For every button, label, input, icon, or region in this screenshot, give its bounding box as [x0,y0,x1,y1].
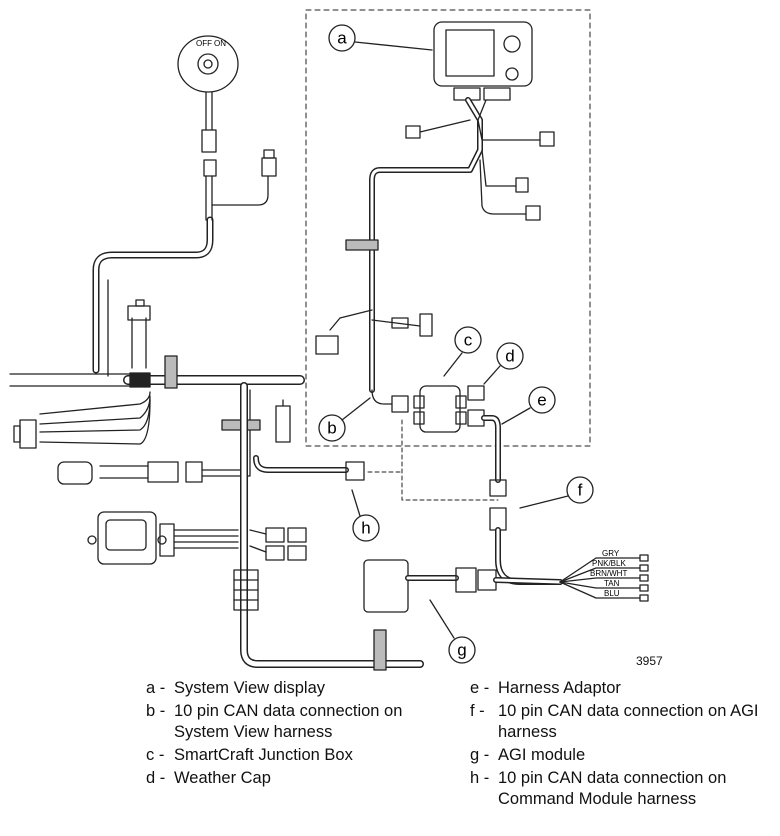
wire-label-tan: TAN [604,579,620,588]
legend-item: d - Weather Cap [146,768,446,789]
legend-item: b - 10 pin CAN data connection on System… [146,701,446,743]
callout-b: b [327,419,336,438]
callout-f: f [578,481,583,500]
wiring-diagram: OFF ON a b c d e f g h GRY PNK/BLK BRN/W… [9,9,649,671]
wire-label-gry: GRY [602,549,620,558]
callout-e: e [537,391,546,410]
legend-text: 10 pin CAN data connection on System Vie… [174,702,403,741]
legend-item: g - AGI module [470,745,770,766]
legend-key: b - [146,702,166,720]
legend-key: e - [470,679,490,697]
legend-key: h - [470,769,490,787]
weather-cap [467,385,485,401]
callout-c: c [464,331,473,350]
legend-item: c - SmartCraft Junction Box [146,745,446,766]
wire-label-pnk-blk: PNK/BLK [592,559,626,568]
legend-right: e - Harness Adaptor f - 10 pin CAN data … [470,678,770,812]
legend-item: f - 10 pin CAN data connection on AGI ha… [470,701,770,743]
legend-key: c - [146,746,165,764]
ignition-on-label: ON [214,39,226,48]
legend-text: Harness Adaptor [498,679,621,697]
legend-key: f - [470,702,485,720]
legend-text: Weather Cap [174,769,271,787]
agi-module [363,559,497,613]
legend-text: AGI module [498,746,586,764]
legend-text: SmartCraft Junction Box [174,746,353,764]
ignition-switch [177,35,239,221]
dashed-link [401,419,499,501]
callout-g: g [457,641,466,660]
legend-left: a - System View display b - 10 pin CAN d… [146,678,446,791]
system-view-display [433,21,533,101]
legend-key: d - [146,769,166,787]
legend-text: 10 pin CAN data connection on Command Mo… [498,769,727,808]
callout-a: a [337,29,347,48]
legend-text: System View display [174,679,326,697]
legend-key: g - [470,746,490,764]
command-module [87,511,239,565]
wire-label-blu: BLU [604,589,620,598]
callout-d: d [505,347,514,366]
legend-item: e - Harness Adaptor [470,678,770,699]
figure-number: 3957 [636,654,663,668]
smartcraft-junction-box [413,385,467,433]
wire-label-brn-wht: BRN/WHT [590,569,627,578]
legend-item: a - System View display [146,678,446,699]
ignition-off-label: OFF [196,39,212,48]
legend-item: h - 10 pin CAN data connection on Comman… [470,768,770,810]
callout-h: h [361,519,370,538]
legend-text: 10 pin CAN data connection on AGI harnes… [498,702,759,741]
legend-key: a - [146,679,166,697]
